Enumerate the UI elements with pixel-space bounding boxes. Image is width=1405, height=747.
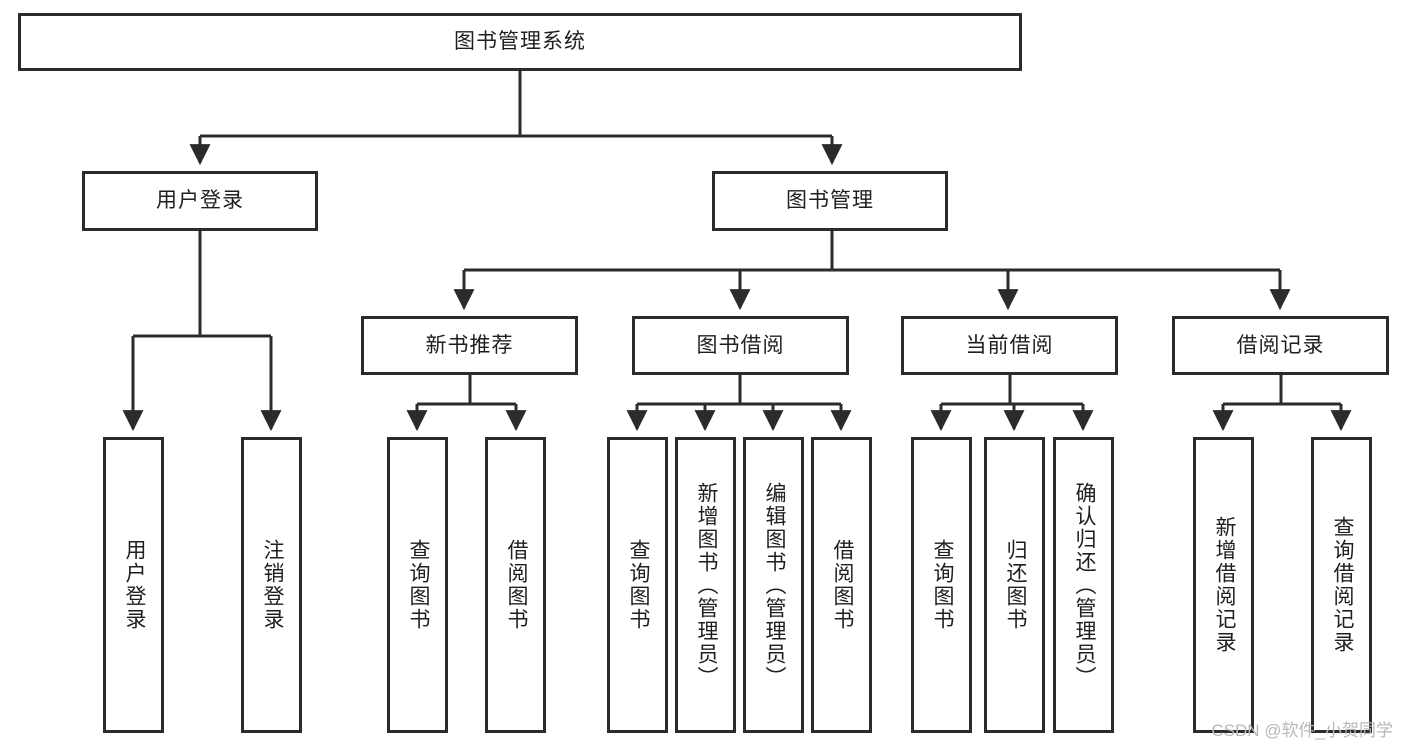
- node-leaf-edit-book-admin-label: 编辑图书（管理员）: [762, 481, 786, 689]
- node-leaf-query-borrow-record[interactable]: 查询借阅记录: [1311, 437, 1372, 733]
- node-leaf-add-borrow-record-label: 新增借阅记录: [1212, 516, 1236, 654]
- node-leaf-query-book-current-label: 查询图书: [930, 539, 954, 631]
- node-book-management[interactable]: 图书管理: [712, 171, 948, 231]
- node-leaf-borrow-book[interactable]: 借阅图书: [811, 437, 872, 733]
- node-root[interactable]: 图书管理系统: [18, 13, 1022, 71]
- node-leaf-borrow-book-recommend-label: 借阅图书: [504, 539, 528, 631]
- node-leaf-add-book-admin-label: 新增图书（管理员）: [694, 481, 718, 689]
- node-leaf-confirm-return-admin-label: 确认归还（管理员）: [1072, 481, 1096, 689]
- node-root-label: 图书管理系统: [454, 30, 586, 54]
- node-user-login-label: 用户登录: [156, 189, 244, 213]
- node-leaf-query-book-recommend[interactable]: 查询图书: [387, 437, 448, 733]
- node-leaf-borrow-book-recommend[interactable]: 借阅图书: [485, 437, 546, 733]
- node-leaf-add-borrow-record[interactable]: 新增借阅记录: [1193, 437, 1254, 733]
- node-book-borrow[interactable]: 图书借阅: [632, 316, 849, 375]
- node-new-book-recommend-label: 新书推荐: [425, 333, 514, 357]
- node-leaf-query-book-borrow[interactable]: 查询图书: [607, 437, 668, 733]
- node-leaf-return-book-label: 归还图书: [1003, 539, 1027, 631]
- node-current-borrow[interactable]: 当前借阅: [901, 316, 1118, 375]
- node-borrow-record[interactable]: 借阅记录: [1172, 316, 1389, 375]
- node-leaf-return-book[interactable]: 归还图书: [984, 437, 1045, 733]
- node-leaf-user-login[interactable]: 用户登录: [103, 437, 164, 733]
- node-leaf-confirm-return-admin[interactable]: 确认归还（管理员）: [1053, 437, 1114, 733]
- node-leaf-logout-label: 注销登录: [260, 539, 284, 631]
- node-leaf-query-book-current[interactable]: 查询图书: [911, 437, 972, 733]
- node-leaf-query-book-borrow-label: 查询图书: [626, 539, 650, 631]
- node-book-management-label: 图书管理: [786, 189, 874, 213]
- node-leaf-user-login-label: 用户登录: [122, 539, 146, 631]
- node-user-login[interactable]: 用户登录: [82, 171, 318, 231]
- node-leaf-edit-book-admin[interactable]: 编辑图书（管理员）: [743, 437, 804, 733]
- node-leaf-query-borrow-record-label: 查询借阅记录: [1330, 516, 1354, 654]
- node-book-borrow-label: 图书借阅: [696, 333, 785, 357]
- node-borrow-record-label: 借阅记录: [1236, 333, 1325, 357]
- node-leaf-borrow-book-label: 借阅图书: [830, 539, 854, 631]
- node-leaf-logout[interactable]: 注销登录: [241, 437, 302, 733]
- node-leaf-query-book-recommend-label: 查询图书: [406, 539, 430, 631]
- node-leaf-add-book-admin[interactable]: 新增图书（管理员）: [675, 437, 736, 733]
- node-new-book-recommend[interactable]: 新书推荐: [361, 316, 578, 375]
- node-current-borrow-label: 当前借阅: [965, 333, 1054, 357]
